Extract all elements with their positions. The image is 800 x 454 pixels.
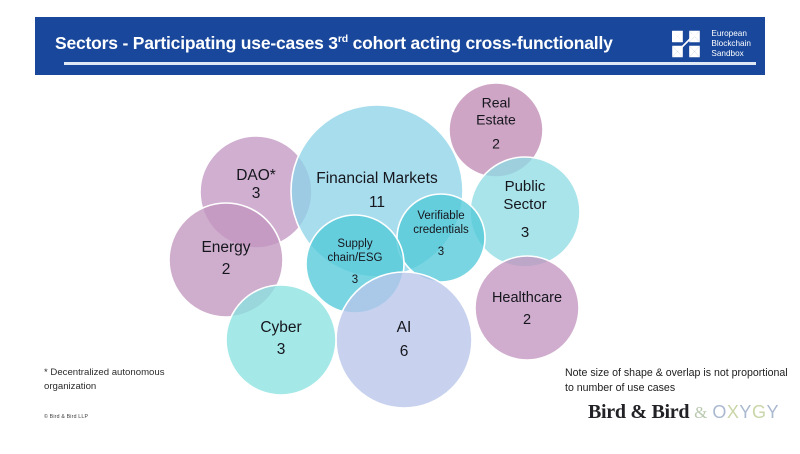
bubble-count-supply-chain-esg: 3	[352, 274, 358, 286]
bubble-count-ai: 6	[400, 343, 409, 360]
bubble-energy[interactable]	[168, 202, 284, 318]
bubble-count-cyber: 3	[277, 341, 286, 358]
proportionality-note: Note size of shape & overlap is not prop…	[565, 367, 788, 395]
oxygy-wordmark: OXYGY	[712, 402, 779, 422]
bubble-label-verifiable-credentials: Verifiable	[417, 210, 464, 222]
bubble-count-financial-markets: 11	[369, 194, 385, 211]
bubble-healthcare[interactable]	[474, 255, 580, 361]
bubble-label-financial-markets: Financial Markets	[316, 170, 438, 187]
ampersand-separator: &	[694, 403, 708, 422]
page-title-tail: cohort acting cross-functionally	[347, 32, 613, 53]
bubble-label-public-sector: Sector	[503, 196, 546, 213]
bubble-label-healthcare: Healthcare	[492, 290, 562, 306]
bubble-count-real-estate: 2	[492, 135, 500, 151]
bubble-count-energy: 2	[222, 261, 231, 278]
logo-line-1: European	[711, 28, 747, 38]
bubble-cyber[interactable]	[225, 284, 337, 396]
bubble-label-ai: AI	[397, 319, 412, 336]
logo-wordmark: European Blockchain Sandbox	[711, 29, 751, 60]
bubble-label-real-estate: Estate	[476, 111, 516, 127]
decentralized-footnote: * Decentralized autonomous organization	[44, 367, 165, 392]
bubble-label-real-estate: Real	[482, 95, 511, 111]
bubble-count-public-sector: 3	[521, 224, 529, 241]
page-title: Sectors - Participating use-cases 3rd co…	[55, 33, 613, 54]
page-title-ordinal: rd	[337, 32, 348, 45]
page-title-main: Sectors - Participating use-cases 3	[55, 32, 338, 53]
bubble-label-public-sector: Public	[505, 178, 546, 195]
header-bar: Sectors - Participating use-cases 3rd co…	[35, 17, 765, 75]
blockchain-sandbox-mark-icon	[672, 30, 701, 58]
bird-and-bird-oxygy-logo: Bird & Bird & OXYGY	[588, 401, 779, 424]
european-blockchain-sandbox-logo: European Blockchain Sandbox	[670, 29, 751, 60]
bird-and-bird-wordmark: Bird & Bird	[588, 401, 690, 423]
logo-line-2: Blockchain	[711, 38, 751, 48]
header-underline	[64, 62, 756, 65]
bubble-label-verifiable-credentials: credentials	[413, 224, 469, 236]
copyright-notice: © Bird & Bird LLP	[44, 414, 89, 420]
bubble-count-healthcare: 2	[523, 312, 531, 328]
bubble-label-supply-chain-esg: Supply	[337, 238, 372, 250]
bubble-label-dao: DAO*	[236, 167, 276, 184]
bubble-count-dao: 3	[252, 185, 261, 202]
logo-line-3: Sandbox	[711, 49, 744, 59]
bubble-label-supply-chain-esg: chain/ESG	[328, 252, 383, 264]
bubble-ai[interactable]	[335, 271, 473, 409]
bubble-verifiable-credentials[interactable]	[396, 193, 486, 283]
bubble-label-cyber: Cyber	[260, 319, 301, 336]
bubble-count-verifiable-credentials: 3	[438, 246, 444, 258]
bubble-label-energy: Energy	[201, 239, 250, 256]
bubble-circle-group	[168, 82, 581, 409]
